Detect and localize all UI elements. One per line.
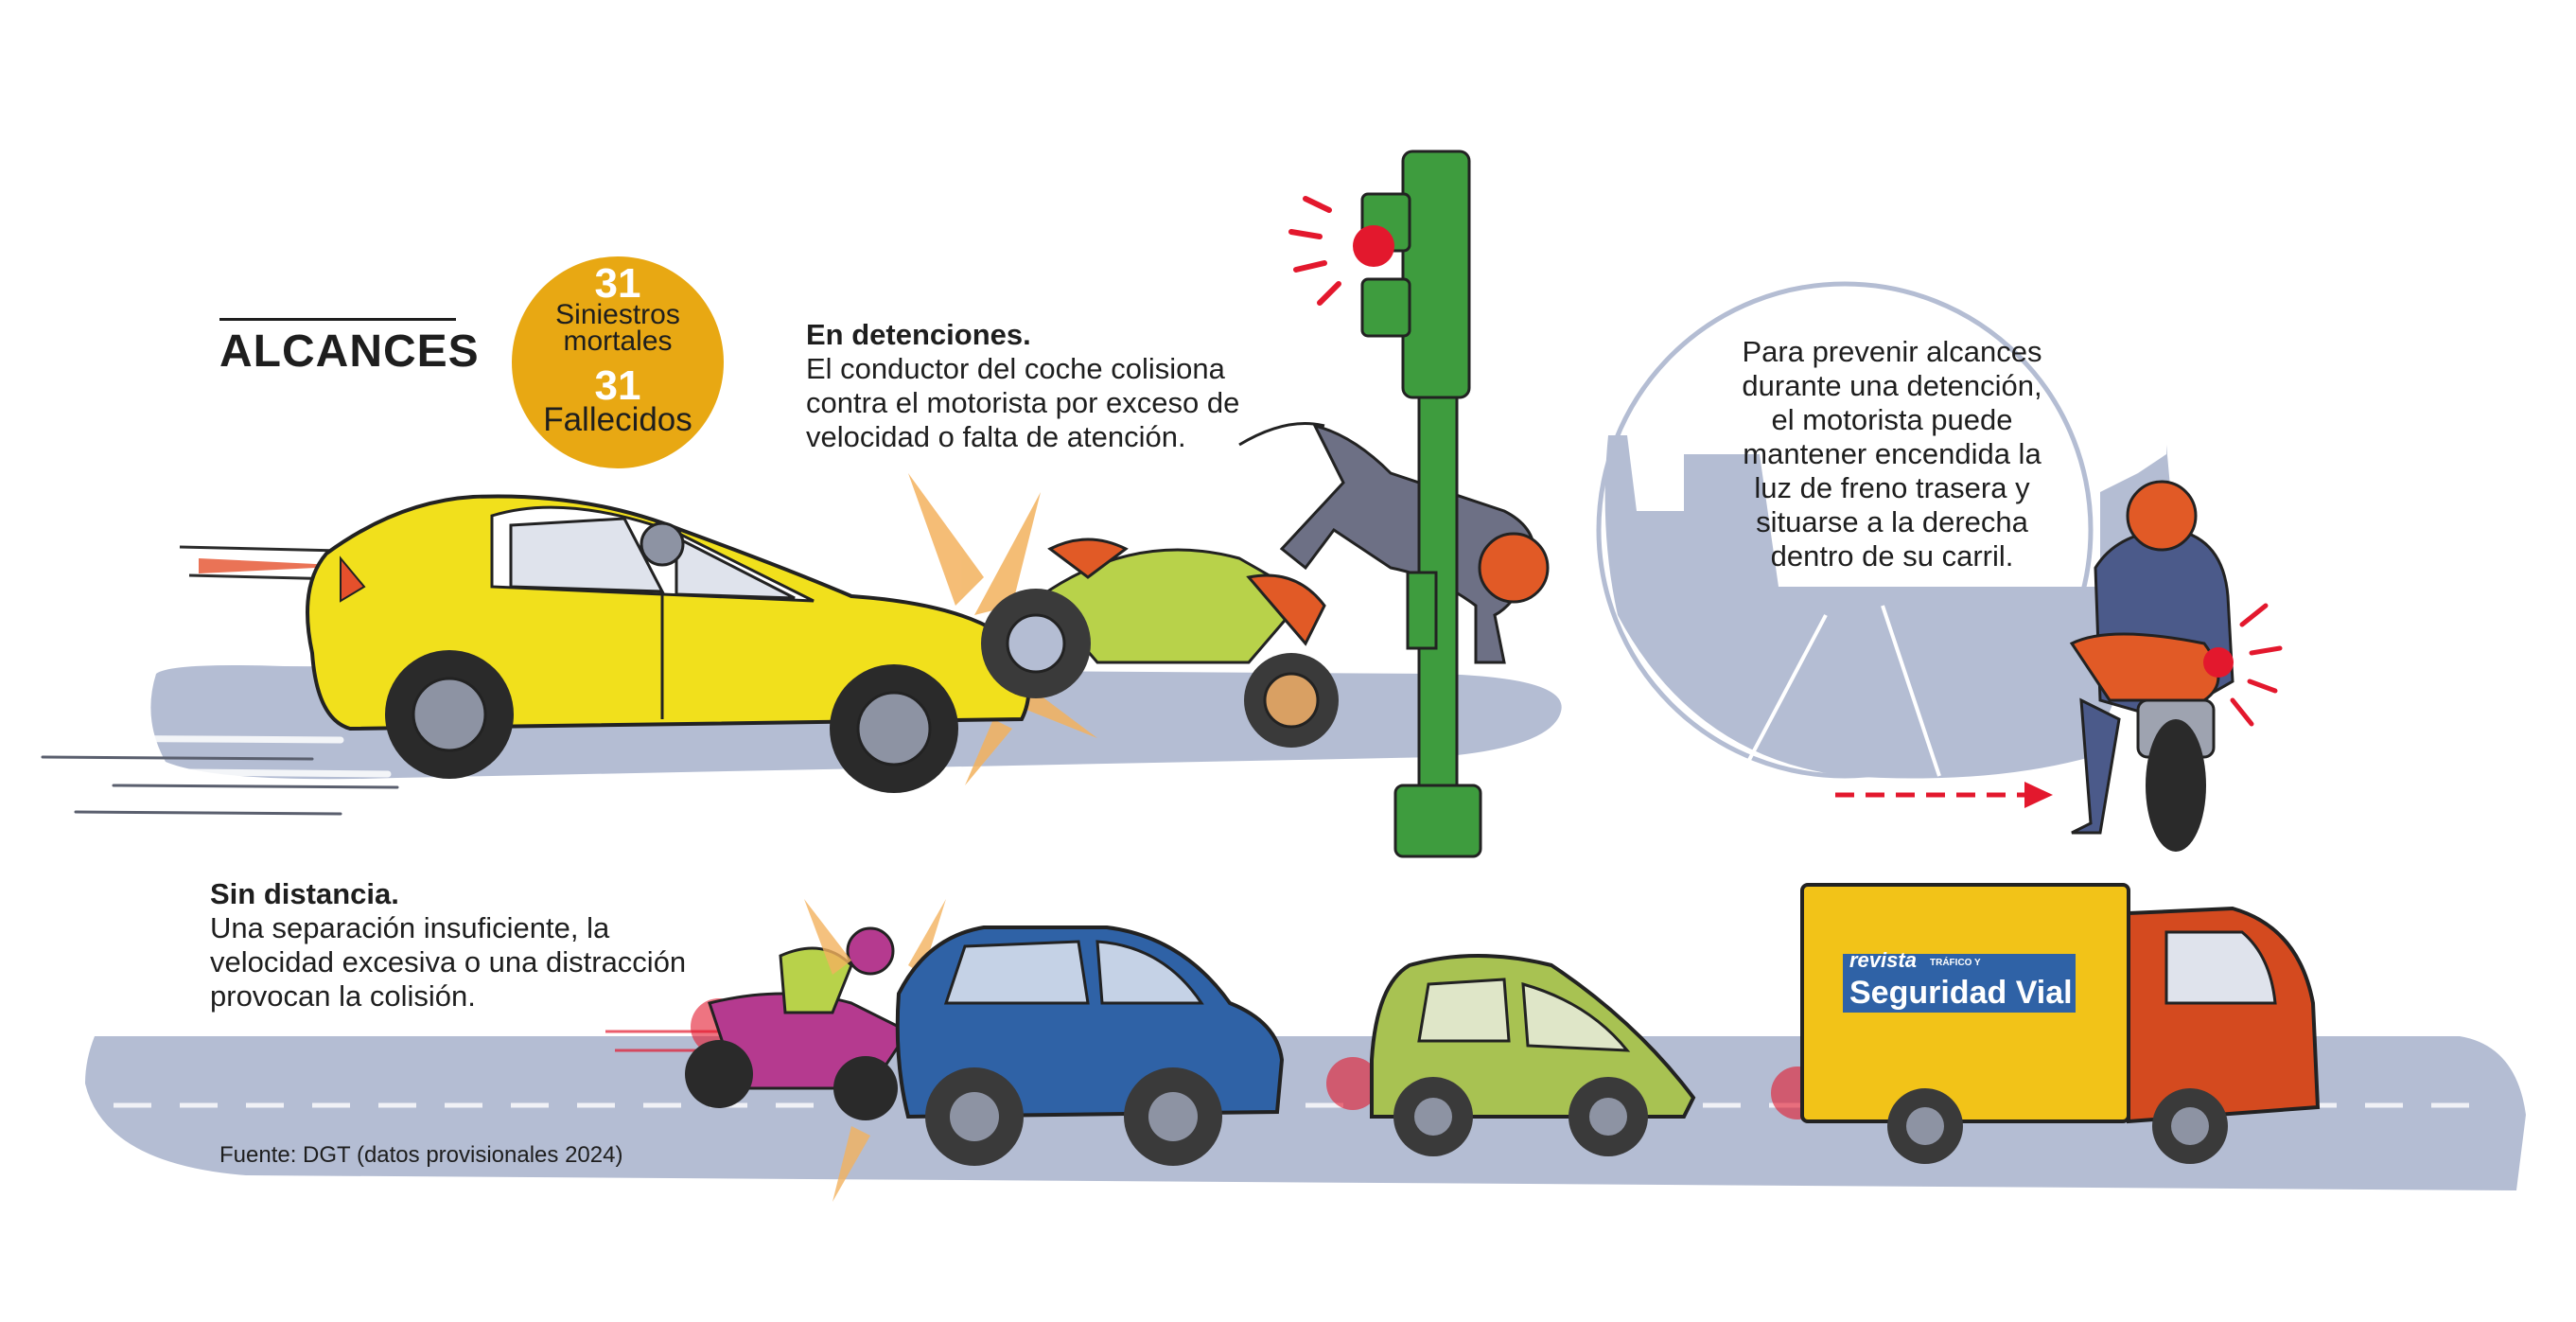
prevencion-line: dentro de su carril. — [1770, 539, 2014, 573]
prevencion-line: mantener encendida la — [1743, 437, 2042, 470]
green-car — [1326, 954, 1696, 1156]
prevention-circle — [1596, 281, 2176, 808]
prevencion-line: situarse a la derecha — [1756, 505, 2028, 538]
source-note: Fuente: DGT (datos provisionales 2024) — [219, 1142, 623, 1168]
title-rule — [219, 318, 456, 321]
red-light-rays — [1288, 196, 1341, 306]
prevencion-line: luz de freno trasera y — [1754, 471, 2030, 504]
detenciones-heading: En detenciones. — [806, 318, 1031, 351]
prevencion-text: Para prevenir alcances durante una deten… — [1693, 335, 2091, 573]
sin-distancia-text: Sin distancia. Una separación insuficien… — [210, 877, 686, 1014]
truck-logo-line3: Seguridad Vial — [1849, 975, 2073, 1011]
blue-car — [895, 925, 1285, 1166]
detenciones-text: En detenciones. El conductor del coche c… — [806, 318, 1239, 454]
badge-count-fallecidos: 31 — [594, 362, 641, 409]
brake-light-rays — [2230, 603, 2283, 727]
flying-rider — [1238, 422, 1550, 664]
badge-label-fallecidos: Fallecidos — [543, 401, 692, 438]
impact-burst-2 — [804, 899, 946, 1202]
stats-badge — [512, 256, 724, 468]
prevencion-line: el motorista puede — [1771, 403, 2013, 436]
page-title: ALCANCES — [219, 326, 480, 377]
sin-distancia-heading: Sin distancia. — [210, 877, 399, 910]
truck-logo-line1: revista — [1849, 948, 1917, 972]
badge-label-siniestros-2: mortales — [563, 326, 673, 357]
sin-distancia-line: provocan la colisión. — [210, 979, 476, 1013]
detenciones-line: contra el motorista por exceso de — [806, 386, 1240, 419]
motorcyclist-rear — [2069, 480, 2234, 852]
truck — [1771, 883, 2321, 1164]
badge-label-siniestros-1: Siniestros — [555, 299, 680, 330]
yellow-car — [306, 494, 1031, 793]
detenciones-line: El conductor del coche colisiona — [806, 352, 1225, 385]
motorcycle-hit — [981, 538, 1339, 748]
sin-distancia-line: Una separación insuficiente, la — [210, 911, 610, 944]
truck-logo-line2: TRÁFICO Y — [1930, 956, 1981, 968]
badge-count-siniestros: 31 — [594, 260, 641, 307]
prevencion-line: durante una detención, — [1742, 369, 2042, 402]
sin-distancia-line: velocidad excesiva o una distracción — [210, 945, 687, 978]
traffic-light — [1353, 150, 1482, 858]
prevencion-line: Para prevenir alcances — [1742, 335, 2042, 368]
detenciones-line: velocidad o falta de atención. — [806, 420, 1186, 453]
